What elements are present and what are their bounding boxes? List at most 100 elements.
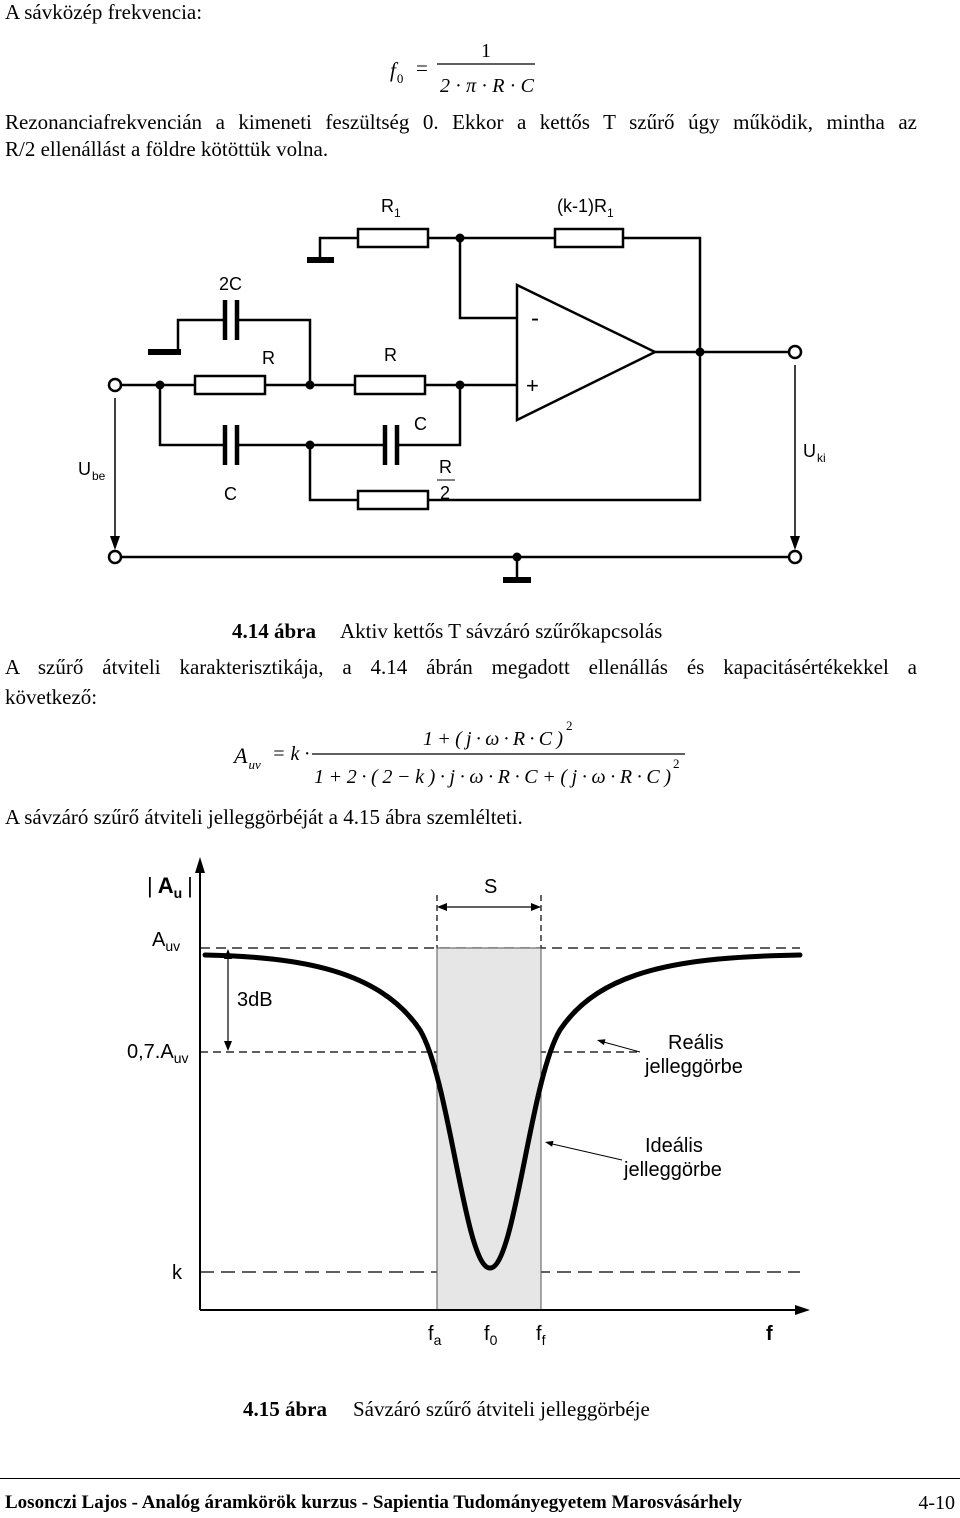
capacitor-c-left [222,425,240,465]
capacitor-2c [222,300,240,340]
paragraph2-line1: A szűrő átviteli karakterisztikája, a 4.… [5,655,917,679]
real-curve-label-line2: jelleggörbe [644,1056,743,1078]
wire [458,238,517,320]
wire [308,445,358,502]
output-terminal-bottom [787,549,803,565]
u-ki-label: Uki [803,441,826,465]
eq1-denominator: 2 · π · R · C [440,75,535,97]
eq2-rhs-prefix: = k · [272,743,309,765]
level-3db-label: 3dB [237,989,273,1011]
capacitors [222,300,400,465]
figure1-caption-number: 4.14 ábra [232,619,316,643]
level-07-sub: uv [174,1050,189,1066]
resistor-k-1-r1 [553,227,625,249]
k1r1-label: (k-1)R1 [557,196,614,220]
paragraph1-line2: R/2 ellenállást a földre kötöttük volna. [5,137,329,161]
junction-dot [455,233,465,243]
res-half-label-numerator: R [439,457,452,477]
arrow-up-icon [195,857,205,873]
figure1-caption-text: Aktiv kettős T sávzáró szűrőkapcsolás [340,619,663,643]
u-be-label: Ube [78,459,106,483]
arrow-right-icon [795,1305,810,1315]
figure2-caption-number: 4.15 ábra [243,1397,327,1421]
footer-rule [0,1478,960,1479]
equation-transfer-function: Auv = k · 1 + ( j · ω · R · C ) 2 1 + 2 … [232,718,685,788]
y-axis-label-open: | [147,873,153,898]
figure2-caption-text: Sávzáró szűrő átviteli jelleggörbéje [353,1397,650,1421]
wire [318,236,358,258]
x-tick-fa: fa [428,1323,442,1348]
y-axis-label: |Au| [147,873,193,901]
junction-dot [455,380,465,390]
wire [428,236,702,502]
x-tick-f0: f0 [484,1323,498,1348]
res-r-left-label: R [262,348,275,368]
x-tick-fa-main: f [428,1323,434,1345]
res-half-label-denominator: 2 [440,483,450,503]
eq1-equals: = [416,56,428,80]
real-curve-label-line1: Reális [668,1032,724,1054]
arrow-right-icon [531,903,541,911]
op-amp-plus-sign: + [526,373,539,398]
real-curve-pointer [599,1040,641,1053]
input-terminal-bottom [107,549,123,565]
u-be-label-sub: be [92,469,106,483]
junction-dots [155,233,705,562]
intro-label: A sávközép frekvencia: [5,0,203,24]
terminals [107,344,803,565]
twin-t-circuit-diagram: R1 (k-1)R1 2C R R C C R 2 Ube Uki - + [78,196,826,583]
output-terminal-top [787,344,803,360]
u-be-label-main: U [78,459,91,479]
arrow-down-icon [224,1041,232,1051]
r1-label: R1 [381,196,401,220]
x-tick-ff: ff [536,1323,546,1348]
real-characteristic-curve [202,952,803,1271]
r1-label-sub: 1 [394,206,401,220]
k1r1-label-sub: 1 [607,206,614,220]
x-tick-f0-sub: 0 [490,1332,498,1348]
k1r1-label-main: (k-1)R [557,196,607,216]
footer-text: Losonczi Lajos - Analóg áramkörök kurzus… [5,1492,742,1513]
x-tick-ff-sub: f [542,1332,546,1348]
junction-dot [695,347,705,357]
arrow-down-icon [790,536,800,550]
capacitor-c-right [382,425,400,465]
eq2-denominator: 1 + 2 · ( 2 − k ) · j · ω · R · C + ( j … [314,766,671,788]
junction-dot [305,440,315,450]
paragraph1-line1: Rezonanciafrekvencián a kimeneti feszült… [5,110,917,134]
cap-2c-label: 2C [219,274,242,294]
level-auv-main: A [152,929,166,951]
y-axis-label-main: A [158,873,174,898]
resistor-r-left [193,374,267,396]
x-tick-ff-main: f [536,1323,542,1345]
level-k-label: k [172,1262,183,1284]
eq2-lhs-sub: uv [248,757,261,772]
ideal-curve-pointer [547,1142,623,1161]
ideal-curve-label-line1: Ideális [645,1135,703,1157]
op-amp-minus-sign: - [531,305,539,332]
circuit-labels: R1 (k-1)R1 2C R R C C R 2 Ube Uki - + [78,196,826,504]
arrow-down-icon [110,536,120,550]
resistor-r-right [353,374,427,396]
wire [176,318,225,352]
wire [158,385,225,447]
resistor-r1 [356,227,430,249]
cap-c-right-label: C [414,414,427,434]
y-axis-label-close: | [187,873,193,898]
r1-label-main: R [381,196,394,216]
eq2-numerator: 1 + ( j · ω · R · C ) [423,728,563,750]
op-amp-triangle [515,283,658,423]
paragraph3: A sávzáró szűrő átviteli jelleggörbéját … [5,805,523,829]
cap-c-left-label: C [224,484,237,504]
level-07-label: 0,7.Auv [127,1041,189,1066]
ideal-characteristic-band [436,947,542,1311]
resistor-r-half [356,489,430,511]
paragraph2-line2: következő: [5,685,98,709]
ideal-curve-label-line2: jelleggörbe [623,1159,722,1181]
resistors [193,227,625,511]
x-tick-f0-main: f [484,1323,490,1345]
arrow-left-icon [597,1039,606,1046]
res-r-right-label: R [384,345,397,365]
ground-symbols [148,257,531,583]
u-ki-label-sub: ki [817,451,826,465]
